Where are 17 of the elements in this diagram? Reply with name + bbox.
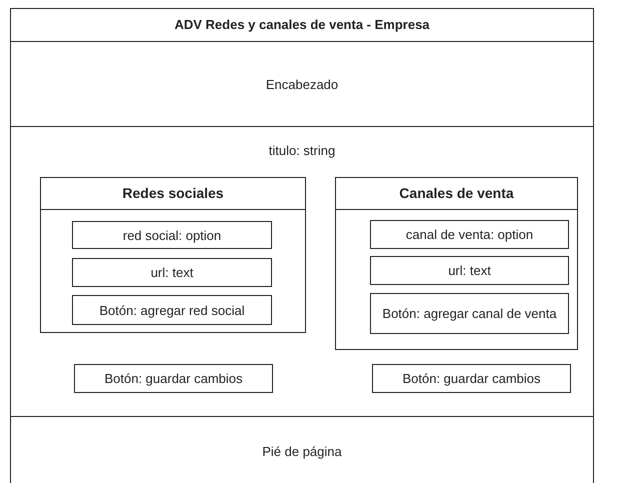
form-panel	[40, 177, 306, 333]
action-button: Botón: agregar canal de venta	[370, 293, 569, 334]
form-panel	[335, 177, 578, 350]
panel-heading: Redes sociales	[41, 178, 305, 210]
form-field: red social: option	[72, 221, 272, 249]
section-title: titulo: string	[268, 143, 336, 158]
form-field: url: text	[370, 256, 569, 285]
form-field: url: text	[72, 258, 272, 287]
form-field: canal de venta: option	[370, 220, 569, 249]
page-section: Encabezado	[11, 41, 593, 126]
panel-heading: Canales de venta	[336, 178, 577, 210]
action-button: Botón: guardar cambios	[372, 364, 571, 393]
page-frame	[10, 8, 594, 483]
page-section: Pié de página	[11, 416, 593, 483]
action-button: Botón: agregar red social	[72, 295, 272, 325]
action-button: Botón: guardar cambios	[74, 364, 273, 393]
page-title: ADV Redes y canales de venta - Empresa	[173, 17, 431, 32]
